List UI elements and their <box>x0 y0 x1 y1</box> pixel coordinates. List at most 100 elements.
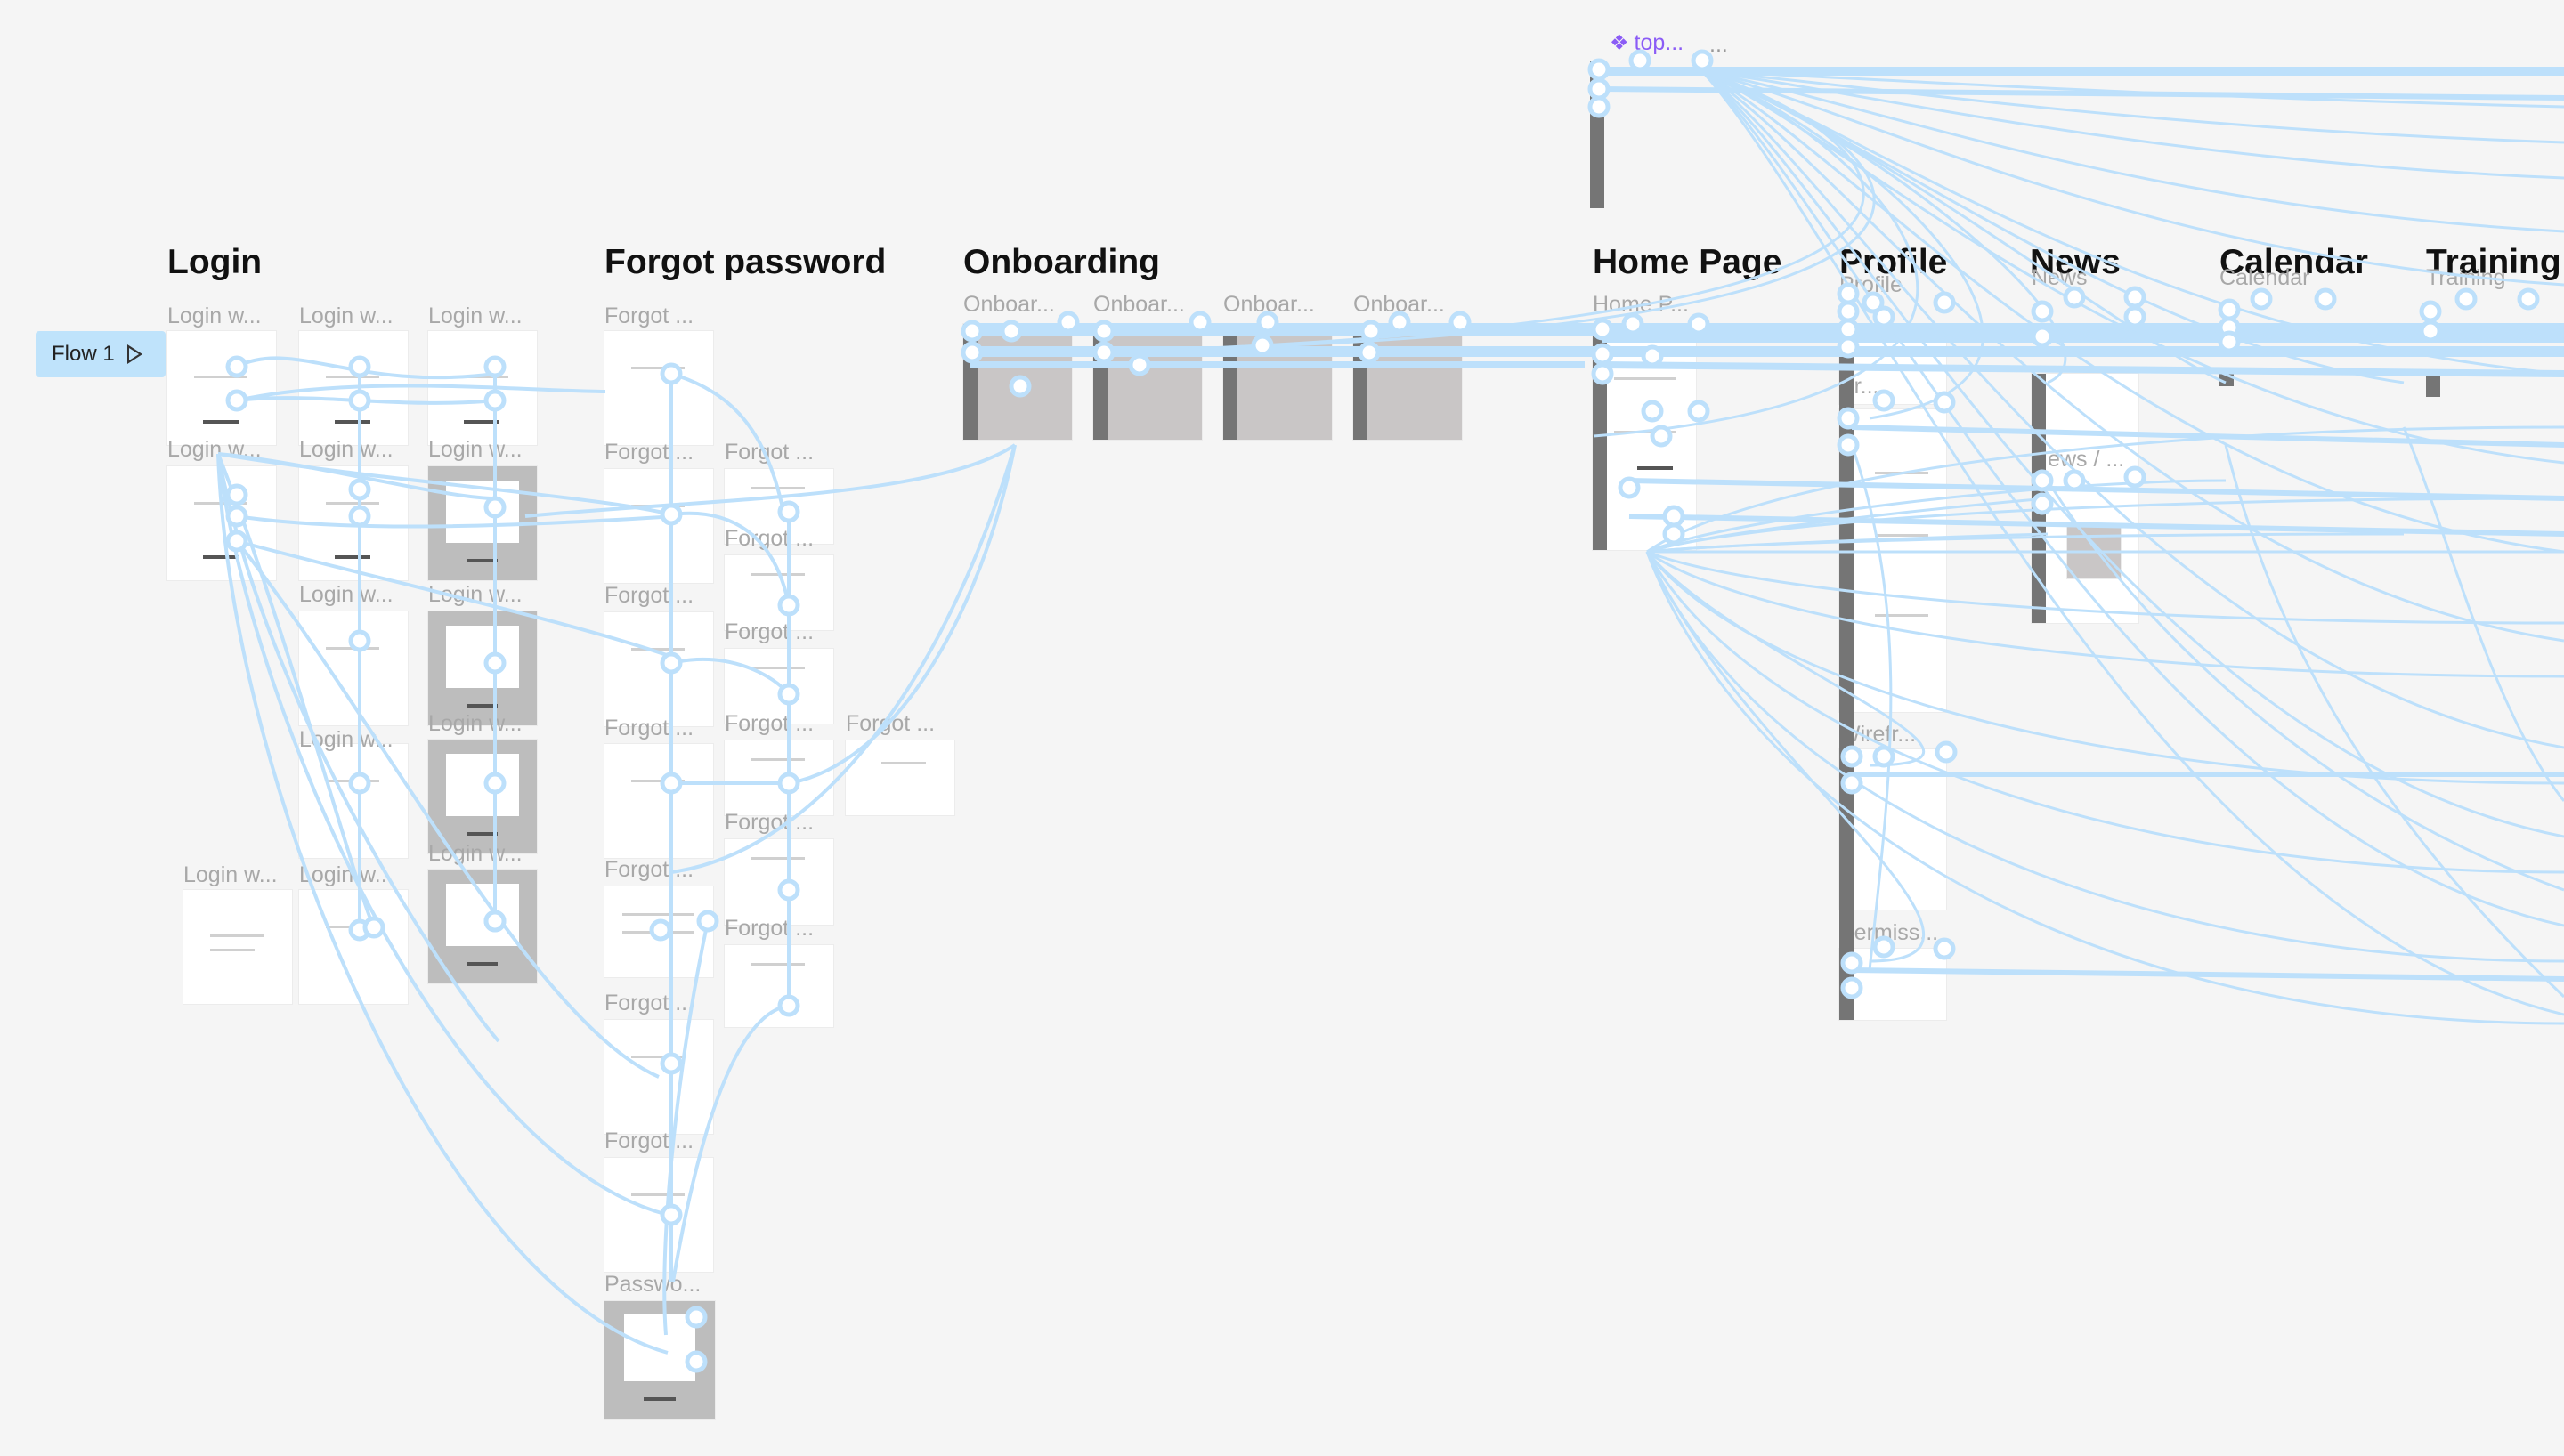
frame-label: Forgot ... <box>604 1128 694 1153</box>
section-title-login[interactable]: Login <box>167 243 263 281</box>
frame-label: Forgot ... <box>725 916 815 941</box>
section-title-onboarding[interactable]: Onboarding <box>963 243 1160 281</box>
connector-node[interactable] <box>2063 286 2086 309</box>
screen-thumbnail[interactable] <box>428 740 537 853</box>
onboarding-screen[interactable] <box>1353 324 1462 440</box>
frame-label: Login w... <box>428 437 523 462</box>
screen-thumbnail[interactable] <box>604 1158 713 1272</box>
connector-node[interactable] <box>1933 291 1956 314</box>
frame-label: Passwo... <box>604 1272 702 1297</box>
screen-thumbnail[interactable] <box>299 744 408 858</box>
screen-thumbnail[interactable] <box>604 744 713 858</box>
frame-strip <box>1223 324 1237 440</box>
frame-strip <box>1593 324 1607 550</box>
screen-thumbnail[interactable] <box>183 890 292 1004</box>
frame-label: Onboar... <box>1223 292 1315 317</box>
frame-label: Forgot ... <box>725 619 815 644</box>
connector-line <box>1701 69 2564 180</box>
home-screen[interactable] <box>1593 324 1696 550</box>
flow-start-button[interactable]: Flow 1 <box>36 331 166 377</box>
frame-label: Forgot ... <box>604 440 694 465</box>
screen-thumbnail[interactable] <box>428 870 537 983</box>
connector-node[interactable] <box>2218 298 2241 321</box>
frame-label: Training <box>2426 265 2506 290</box>
frame-label: Home P... <box>1593 292 1689 317</box>
connector-node[interactable] <box>1691 49 1714 72</box>
connector-node[interactable] <box>2218 330 2241 353</box>
more-label: ... <box>1709 32 1728 57</box>
screen-thumbnail[interactable] <box>167 466 276 580</box>
frame-label: Forgot ... <box>604 583 694 608</box>
section-title-forgot-password[interactable]: Forgot password <box>604 243 887 281</box>
onboarding-screen[interactable] <box>1093 324 1202 440</box>
connector-node[interactable] <box>2314 287 2337 311</box>
screen-thumbnail[interactable] <box>167 331 276 445</box>
connector-node[interactable] <box>2123 305 2146 328</box>
section-title-home-page[interactable]: Home Page <box>1593 243 1782 281</box>
frame-label: News <box>2032 265 2088 290</box>
connector-node[interactable] <box>2218 316 2241 339</box>
screen-thumbnail[interactable] <box>604 331 713 445</box>
connector-node[interactable] <box>1872 305 1895 328</box>
connector-node[interactable] <box>2419 320 2442 343</box>
screen-thumbnail[interactable] <box>604 1301 715 1419</box>
connector-line <box>1701 69 2564 109</box>
connector-node[interactable] <box>2250 287 2273 311</box>
screen-thumbnail[interactable] <box>428 611 537 725</box>
component-label[interactable]: ❖ top... <box>1610 30 1684 56</box>
frame-strip <box>2426 374 2440 397</box>
onboarding-screen[interactable] <box>1223 324 1332 440</box>
connector-node[interactable] <box>2031 300 2054 323</box>
connector-node[interactable] <box>1837 300 1860 323</box>
connector-node[interactable] <box>2517 287 2540 311</box>
frame-label: Forgot ... <box>604 991 694 1015</box>
frame-label: Onboar... <box>963 292 1055 317</box>
screen-thumbnail[interactable] <box>846 740 954 815</box>
connector-line <box>1701 69 2564 233</box>
screen-thumbnail[interactable] <box>604 469 713 583</box>
connector-node[interactable] <box>2123 286 2146 309</box>
screen-thumbnail[interactable] <box>725 945 833 1027</box>
frame-label: Login w... <box>428 303 523 328</box>
onboarding-screen[interactable] <box>963 324 1072 440</box>
frame-label: Onboar... <box>1353 292 1445 317</box>
connector-line <box>236 384 606 402</box>
frame-strip <box>1353 324 1367 440</box>
connector-line <box>1701 69 2405 384</box>
news-screen[interactable] <box>2032 374 2138 623</box>
connector-line <box>1701 66 2564 73</box>
profile-screen[interactable] <box>1839 409 1946 712</box>
frame-label: Forgot ... <box>725 810 815 835</box>
screen-thumbnail[interactable] <box>428 331 537 445</box>
connector-line <box>1701 69 2564 376</box>
frame-label: Login w... <box>167 437 262 462</box>
frame-label: Login w... <box>183 862 278 887</box>
connector-line <box>1851 967 2564 982</box>
connector-line <box>1602 86 2564 101</box>
screen-thumbnail[interactable] <box>299 466 408 580</box>
connector-node[interactable] <box>2031 325 2054 348</box>
screen-thumbnail[interactable] <box>725 839 833 925</box>
profile-screen[interactable] <box>1839 949 1946 1020</box>
screen-thumbnail[interactable] <box>299 331 408 445</box>
profile-screen[interactable] <box>1839 749 1946 910</box>
frame-strip <box>2032 374 2046 623</box>
screen-thumbnail[interactable] <box>299 890 408 1004</box>
connector-line <box>2224 444 2564 999</box>
screen-thumbnail[interactable] <box>299 611 408 725</box>
connector-line <box>1646 532 2405 554</box>
screen-thumbnail[interactable] <box>604 886 713 977</box>
component-strip <box>1590 61 1604 208</box>
screen-thumbnail[interactable] <box>604 1020 713 1134</box>
frame-strip <box>2219 374 2234 386</box>
frame-strip <box>1093 324 1108 440</box>
flow-label: Flow 1 <box>52 342 115 366</box>
screen-thumbnail[interactable] <box>428 466 537 580</box>
frame-label: Login w... <box>299 582 394 607</box>
play-icon <box>126 344 142 364</box>
screen-thumbnail[interactable] <box>725 740 833 815</box>
connector-node[interactable] <box>2419 300 2442 323</box>
screen-thumbnail[interactable] <box>604 612 713 726</box>
connector-node[interactable] <box>2454 287 2478 311</box>
